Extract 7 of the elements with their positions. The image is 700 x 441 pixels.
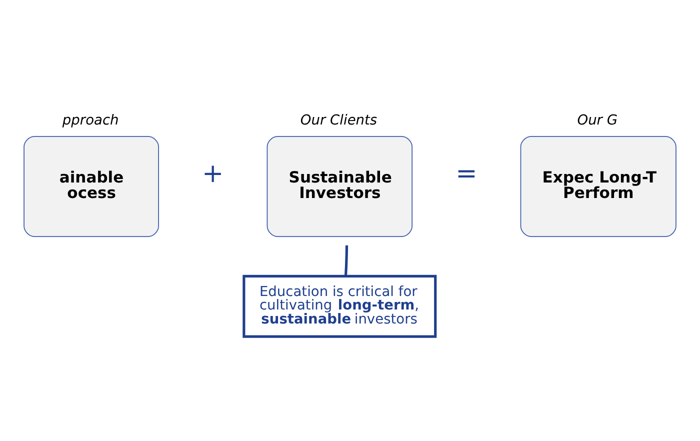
node-label: pproach [62, 112, 119, 128]
label: + [202, 158, 224, 188]
label: = [456, 158, 478, 188]
node-label: Our G [577, 112, 618, 128]
node-label: Our Clients [300, 112, 378, 128]
node-box: Education is critical for cultivating long-term, sustainable investors [242, 274, 437, 338]
connector [344, 244, 348, 276]
